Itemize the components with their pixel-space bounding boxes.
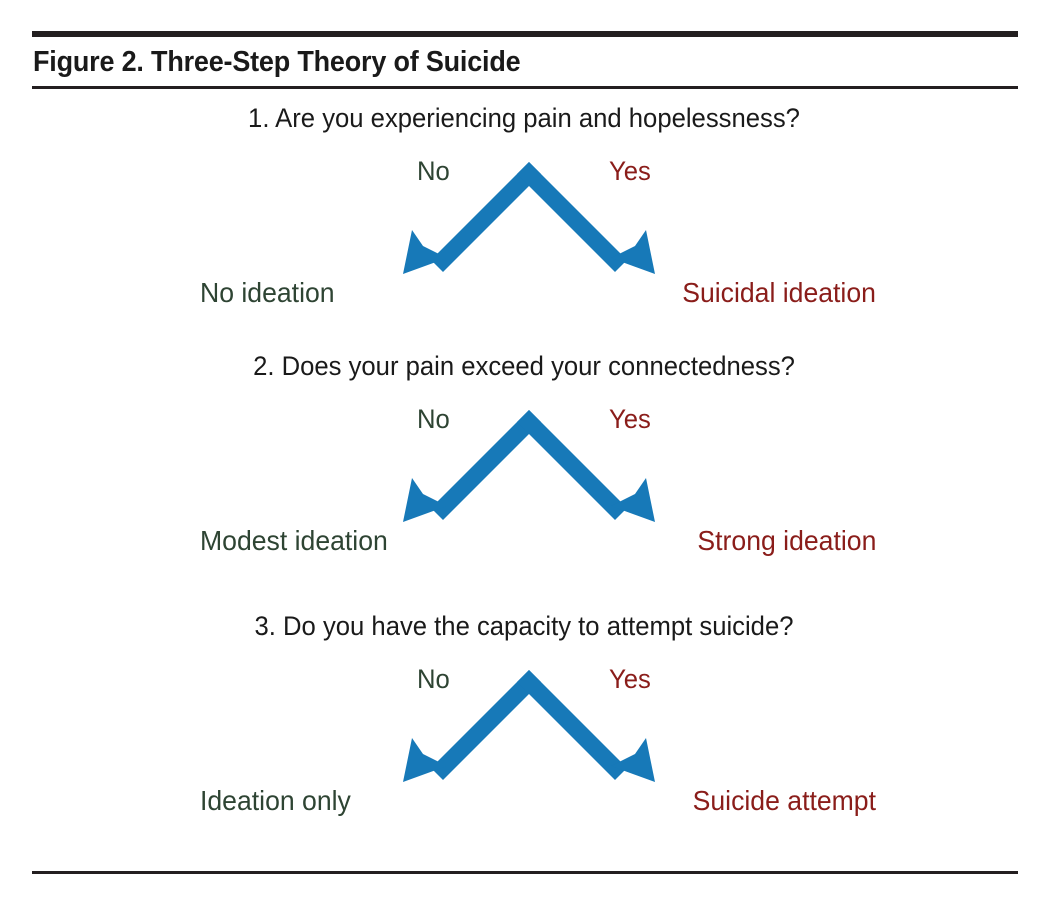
decision-step-2: 2. Does your pain exceed your connectedn… (0, 348, 1048, 573)
step-3-no-label: No (417, 664, 450, 694)
step-1-yes-arrowhead (611, 230, 655, 274)
step-3-no-arrowhead (403, 738, 447, 782)
step-1-yes-outcome: Suicidal ideation (682, 277, 876, 308)
header-rule-thick (32, 31, 1018, 37)
step-2-no-outcome: Modest ideation (200, 525, 388, 556)
step-2-yes-outcome: Strong ideation (697, 525, 876, 556)
step-1-question: 1. Are you experiencing pain and hopeles… (248, 103, 800, 133)
step-1-branch-arrows (403, 162, 655, 274)
step-3-yes-arrowhead (611, 738, 655, 782)
step-3-question: 3. Do you have the capacity to attempt s… (254, 611, 794, 641)
decision-step-3: 3. Do you have the capacity to attempt s… (0, 608, 1048, 833)
step-1-yes-label: Yes (609, 156, 651, 186)
step-3-yes-outcome: Suicide attempt (692, 785, 876, 816)
step-3-yes-label: Yes (609, 664, 651, 694)
header-rule-thin (32, 86, 1018, 89)
step-2-no-label: No (417, 404, 450, 434)
step-2-yes-label: Yes (609, 404, 651, 434)
step-2-no-arrowhead (403, 478, 447, 522)
step-1-no-outcome: No ideation (200, 277, 335, 308)
step-2-yes-arrowhead (611, 478, 655, 522)
step-3-no-outcome: Ideation only (200, 785, 351, 816)
decision-step-1: 1. Are you experiencing pain and hopeles… (0, 100, 1048, 325)
step-2-branch-arrows (403, 410, 655, 522)
footer-rule (32, 871, 1018, 874)
step-1-no-arrowhead (403, 230, 447, 274)
step-3-branch-arrows (403, 670, 655, 782)
step-2-question: 2. Does your pain exceed your connectedn… (253, 351, 795, 381)
step-1-no-label: No (417, 156, 450, 186)
figure-title: Figure 2. Three-Step Theory of Suicide (33, 46, 521, 78)
